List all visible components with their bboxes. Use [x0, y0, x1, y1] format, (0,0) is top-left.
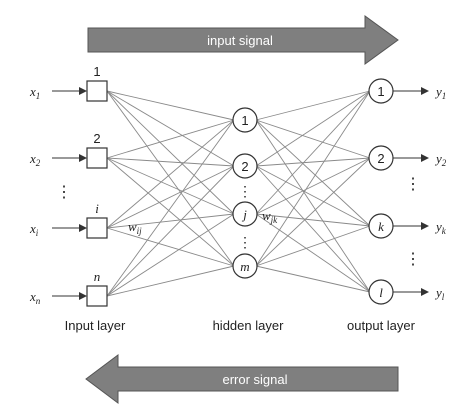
output-node-label: 1 — [377, 84, 384, 99]
output-ellipsis-upper: ⋮ — [405, 176, 421, 193]
input-node: xn n — [29, 269, 108, 307]
output-node: k yk — [368, 213, 447, 239]
connection-input-hidden — [106, 165, 235, 297]
connection-hidden-output — [255, 157, 371, 167]
output-node-label: 2 — [377, 151, 384, 166]
input-node-box — [86, 217, 108, 239]
output-node-label: k — [378, 219, 384, 234]
input-node-index: i — [95, 201, 99, 216]
input-node-box — [86, 285, 108, 307]
output-node: 2 y2 — [368, 145, 447, 171]
input-node-index: 1 — [93, 64, 100, 79]
input-layer: x1 1 x2 2 xi i xn n — [29, 64, 108, 307]
connection-hidden-output — [255, 90, 371, 267]
output-layer-label: output layer — [347, 318, 416, 333]
output-node-label: l — [379, 285, 383, 300]
connection-hidden-output — [255, 157, 371, 267]
input-node: x1 1 — [29, 64, 108, 102]
connection-hidden-output — [255, 90, 371, 121]
connection-hidden-output — [255, 90, 371, 167]
connection-hidden-output — [255, 119, 371, 159]
connection-hidden-output — [255, 90, 371, 215]
output-y-label: yl — [434, 285, 445, 302]
output-y-label: y2 — [434, 151, 447, 168]
connection-input-hidden — [106, 213, 235, 297]
output-ellipsis-lower: ⋮ — [405, 251, 421, 268]
input-ellipsis: ⋮ — [56, 184, 72, 201]
connection-hidden-output — [255, 157, 371, 215]
weight-wjk-label: wjk — [262, 208, 278, 225]
connection-hidden-output — [255, 119, 371, 227]
connection-input-hidden — [106, 119, 235, 159]
output-node: l yl — [368, 279, 445, 305]
input-x-label: xn — [29, 289, 41, 306]
output-layer: 1 y1 2 y2 k yk l yl — [368, 78, 447, 305]
connection-input-hidden — [106, 157, 235, 167]
connection-hidden-output — [255, 119, 371, 293]
output-node: 1 y1 — [368, 78, 446, 104]
connection-input-hidden — [106, 265, 235, 297]
connection-input-hidden — [106, 119, 235, 297]
hidden-node-label: 2 — [241, 159, 248, 174]
connection-input-hidden — [106, 213, 235, 229]
input-node-box — [86, 80, 108, 102]
hidden-node-label: m — [240, 259, 249, 274]
hidden-ellipsis-lower: ⋮ — [238, 234, 252, 250]
input-node: xi i — [29, 201, 108, 239]
output-y-label: y1 — [434, 84, 446, 101]
connection-hidden-output — [255, 165, 371, 227]
input-node-index: n — [94, 269, 101, 284]
input-node-box — [86, 147, 108, 169]
hidden-node-circle — [232, 107, 258, 133]
connection-hidden-output — [255, 213, 371, 227]
connection-input-hidden — [106, 90, 235, 121]
hidden-layer: 1 2 j m — [232, 107, 258, 279]
connection-hidden-output — [255, 225, 371, 267]
hidden-node: m — [232, 253, 258, 279]
connection-input-hidden — [106, 90, 235, 167]
connection-input-hidden — [106, 227, 235, 267]
hidden-node-label: 1 — [241, 113, 248, 128]
input-x-label: x2 — [29, 151, 41, 168]
output-y-label: yk — [434, 219, 447, 236]
hidden-node: j — [232, 201, 258, 227]
input-x-label: xi — [29, 221, 39, 238]
input-node: x2 2 — [29, 131, 108, 169]
input-node-index: 2 — [93, 131, 100, 146]
hidden-node-circle — [232, 153, 258, 179]
connection-hidden-output — [255, 213, 371, 293]
hidden-node-label: j — [241, 207, 247, 222]
connection-input-hidden — [106, 165, 235, 229]
hidden-node-circle — [232, 253, 258, 279]
error-signal-arrow: error signal — [85, 354, 399, 404]
hidden-ellipsis-upper: ⋮ — [238, 183, 252, 199]
hidden-node: 2 — [232, 153, 258, 179]
hidden-node-circle — [232, 201, 258, 227]
connection-input-hidden — [106, 90, 235, 267]
weight-wij-label: wij — [128, 219, 142, 236]
connection-hidden-output — [255, 265, 371, 293]
hidden-node: 1 — [232, 107, 258, 133]
connection-input-hidden — [106, 157, 235, 215]
hidden-layer-label: hidden layer — [213, 318, 284, 333]
input-x-label: x1 — [29, 84, 40, 101]
error-signal-label: error signal — [222, 372, 287, 387]
connection-input-hidden — [106, 90, 235, 215]
connection-input-hidden — [106, 119, 235, 229]
input-layer-label: Input layer — [65, 318, 126, 333]
connection-input-hidden — [106, 157, 235, 267]
connections — [106, 90, 371, 297]
connection-hidden-output — [255, 165, 371, 293]
input-signal-label: input signal — [207, 33, 273, 48]
input-signal-arrow: input signal — [87, 15, 399, 65]
